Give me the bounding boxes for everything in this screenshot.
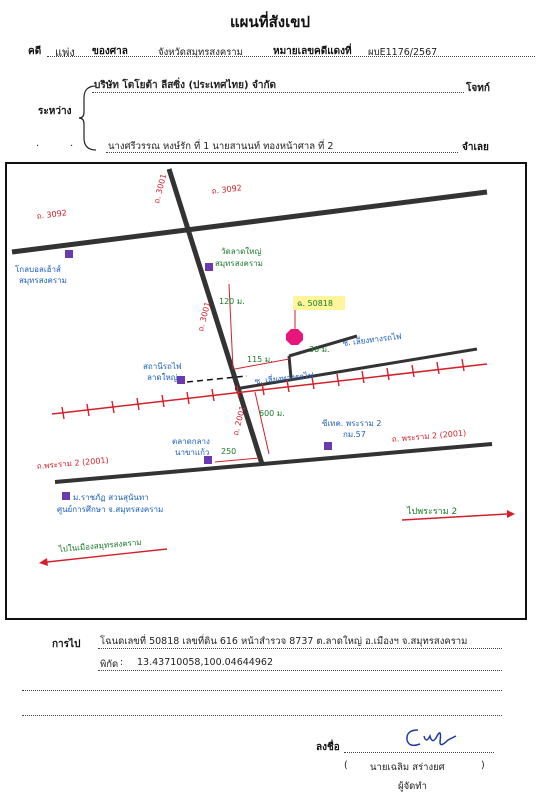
- dist-120-line: [228, 283, 234, 370]
- defendant-line: [106, 152, 458, 153]
- lotus-label-2: สมุทรสงคราม: [19, 276, 67, 285]
- station-label-2: ลาดใหญ่: [147, 373, 178, 382]
- page-title: แผนที่สังเขป: [230, 13, 310, 31]
- temple-label-1: วัดลาดใหญ่: [221, 247, 261, 256]
- map-canvas: ถ. 3092 ถ. 3092 ถ. 3001 ถ. 3001 ถ. 2001 …: [11, 168, 515, 566]
- defendant-label: จำเลย: [462, 142, 489, 153]
- shop-label-2: กม.57: [343, 430, 366, 439]
- to-city-label: ไปในเมืองสมุทรสงคราม: [57, 538, 142, 554]
- coord-label: พิกัด: [100, 659, 119, 670]
- railway-ties: [61, 358, 465, 420]
- arrow-left-line: [46, 548, 168, 563]
- temple-label-2: สมุทรสงคราม: [215, 259, 263, 268]
- signer-paren-close: ): [481, 760, 485, 771]
- bullet-dot-1: .: [36, 138, 40, 149]
- case-type: แพ่ง: [55, 46, 75, 59]
- road-3092-left-label: ถ. 3092: [36, 208, 67, 221]
- soi-upper: [288, 334, 358, 358]
- road-main-left-label: ถ.พระราม 2 (2001): [36, 456, 109, 471]
- case-label: คดี: [28, 46, 42, 57]
- case-no: ผบE1176/2567: [368, 47, 438, 58]
- uni-label-2: ศูนย์การศึกษา จ.สมุทรสงคราม: [57, 504, 163, 515]
- road-3092: [11, 189, 488, 255]
- university-icon: [62, 492, 70, 500]
- shop-label-1: ซีเทค. พระราม 2: [322, 419, 381, 428]
- lotus-icon: [65, 250, 73, 258]
- goto-line: [98, 648, 502, 649]
- coord-value: 13.43710058,100.04644962: [137, 657, 273, 668]
- arrow-left-icon: [39, 558, 48, 566]
- arrow-right-icon: [507, 510, 515, 518]
- parcel-marker: [286, 329, 303, 345]
- arrow-right-line: [401, 513, 508, 521]
- blank-line-1: [22, 690, 502, 691]
- sign-label: ลงชื่อ: [316, 742, 340, 753]
- dist-115-label: 115 ม.: [247, 355, 273, 364]
- goto-label: การไป: [52, 639, 81, 650]
- court-name: จังหวัดสมุทรสงคราม: [158, 47, 243, 58]
- court-label: ของศาล: [92, 46, 128, 57]
- lotus-label-1: โกลบอลเฮ้าส์: [15, 264, 61, 274]
- dist-600-label: 600 ม.: [259, 409, 285, 418]
- signer-paren-open: (: [344, 760, 348, 771]
- road-2001-label: ถ. 2001: [231, 405, 247, 437]
- soi-lower: [234, 347, 478, 391]
- uni-label-1: ม.ราชภัฏ สวนสุนันทา: [73, 493, 149, 502]
- signer-name: นายเฉลิม สร่างยศ: [370, 762, 445, 773]
- dist-250-line: [214, 457, 260, 463]
- brace-bracket: [78, 85, 97, 151]
- station-icon: [177, 376, 185, 384]
- coord-colon: :: [120, 657, 124, 668]
- plaintiff-label: โจทก์: [466, 83, 490, 94]
- soi-label-2: ซ. เลี่ยงทางรถไฟ: [254, 369, 314, 386]
- signer-role: ผู้จัดทำ: [398, 781, 427, 792]
- parcel-tag-label: ฉ. 50818: [297, 299, 333, 308]
- dist-120-label: 120 ม.: [219, 297, 245, 306]
- market-icon: [204, 456, 212, 464]
- road-rama2: [54, 442, 493, 484]
- soi-link: [287, 355, 293, 379]
- defendant-name: นางศรีวรรณ หงษ์รัก ที่ 1 นายสานนท์ ทองหน…: [108, 141, 334, 152]
- to-rama2-label: ไปพระราม 2: [406, 506, 457, 517]
- shop-icon: [324, 442, 332, 450]
- dist-250-label: 250: [221, 447, 236, 456]
- road-main-right-label: ถ. พระราม 2 (2001): [391, 429, 466, 444]
- market-label-1: ตลาดกลาง: [172, 437, 210, 446]
- station-label-1: สถานีรถไฟ: [143, 362, 182, 371]
- road-3092-right-label: ถ. 3092: [211, 183, 242, 196]
- bullet-dot-2: .: [70, 138, 74, 149]
- dist-30-label: 30 ม.: [309, 345, 330, 354]
- signature-mark: [406, 729, 457, 747]
- coord-line: [98, 670, 502, 671]
- market-label-2: นาขาแก้ว: [175, 448, 209, 457]
- dist-600-line: [254, 391, 270, 455]
- plaintiff-line: [92, 92, 464, 93]
- plaintiff-name: บริษัท โตโยต้า ลีสซิ่ง (ประเทศไทย) จำกัด: [94, 80, 277, 91]
- station-dash: [186, 375, 248, 383]
- railway-line: [51, 363, 488, 415]
- sketch-map: ถ. 3092 ถ. 3092 ถ. 3001 ถ. 3001 ถ. 2001 …: [5, 162, 527, 620]
- blank-line-2: [22, 715, 502, 716]
- sign-line: [344, 752, 494, 753]
- case-no-label: หมายเลขคดีแดงที่: [273, 46, 352, 57]
- poi-icons: [62, 250, 332, 500]
- between-label: ระหว่าง: [38, 106, 72, 117]
- road-3001-mid-label: ถ. 3001: [196, 301, 212, 333]
- parcel-tag-bg: [293, 296, 345, 310]
- goto-text: โฉนดเลขที่ 50818 เลขที่ดิน 616 หน้าสำรวจ…: [100, 636, 468, 647]
- temple-icon: [205, 263, 213, 271]
- road-3001: [166, 168, 265, 465]
- soi-label: ซ. เลี่ยงทางรถไฟ: [342, 330, 402, 348]
- dist-115-line: [234, 358, 290, 370]
- case-line: [47, 56, 535, 57]
- road-3001-top-label: ถ. 3001: [152, 173, 168, 205]
